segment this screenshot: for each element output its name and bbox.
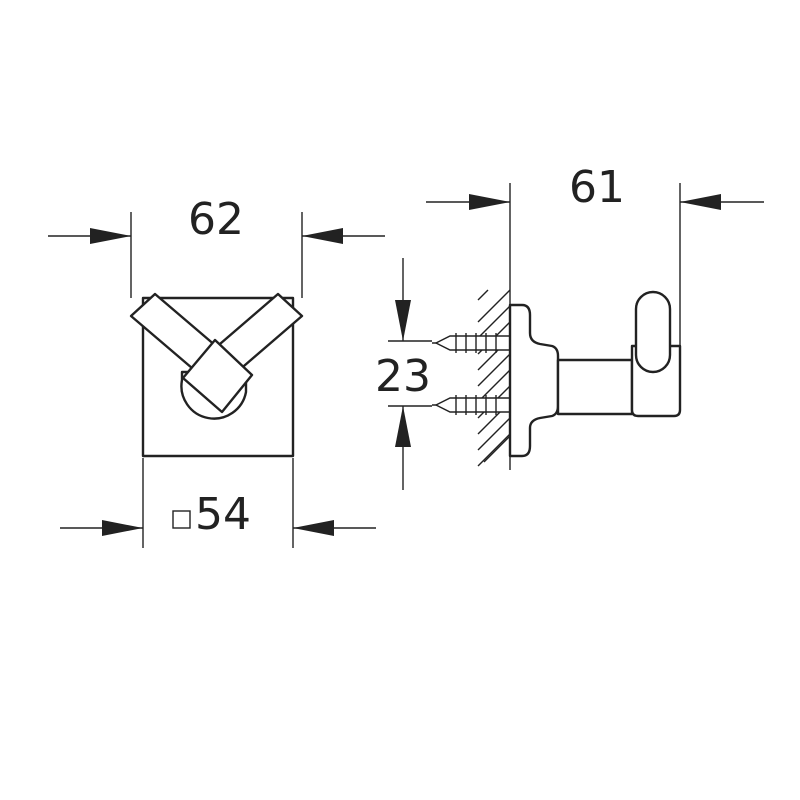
hook-arms <box>129 292 304 420</box>
dimension-23-label: 23 <box>375 351 431 402</box>
hook-stem <box>556 358 634 416</box>
dimension-23: 23 <box>375 258 432 490</box>
arrow-up-icon <box>395 406 411 447</box>
wall-plate-profile <box>508 303 560 458</box>
dimension-54: 54 <box>60 458 376 548</box>
dimension-62: 62 <box>48 194 385 298</box>
dimension-54-label: 54 <box>195 489 251 540</box>
arrow-left-icon <box>302 228 343 244</box>
screw-lower <box>432 395 511 415</box>
arrow-right-icon <box>102 520 143 536</box>
dimension-61-label: 61 <box>569 162 625 213</box>
arrow-left-icon <box>680 194 721 210</box>
base-plate <box>141 296 295 458</box>
arrow-right-icon <box>469 194 510 210</box>
dimension-61: 61 <box>426 162 764 470</box>
wall-hatching <box>477 289 511 467</box>
side-view: 61 <box>375 162 764 490</box>
arrow-down-icon <box>395 300 411 341</box>
square-symbol-icon <box>172 510 191 529</box>
front-view: 62 54 <box>48 194 385 548</box>
screw-upper <box>432 333 511 353</box>
arrow-right-icon <box>90 228 131 244</box>
hook-tip <box>634 290 672 374</box>
dimension-62-label: 62 <box>188 194 244 245</box>
arrow-left-icon <box>293 520 334 536</box>
